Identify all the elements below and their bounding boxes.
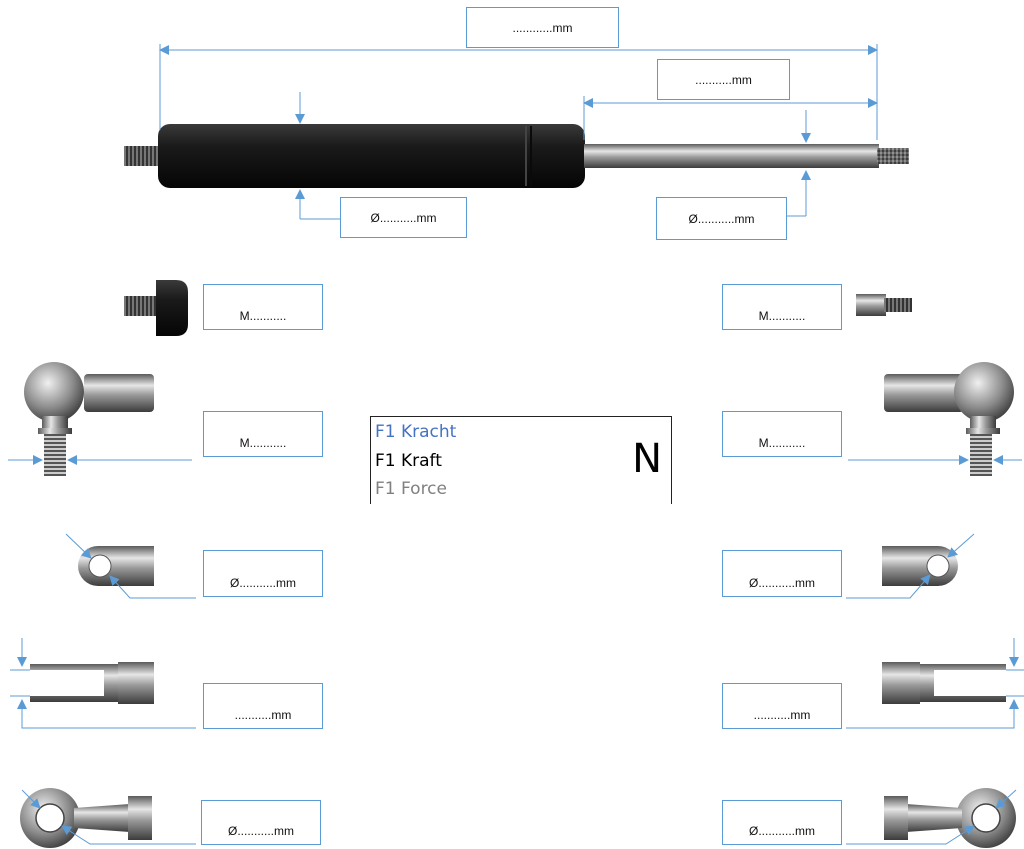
force-label-de: F1 Kraft bbox=[375, 451, 442, 471]
body-thread bbox=[124, 146, 160, 166]
eye-right-part bbox=[882, 546, 958, 586]
stroke-length-field[interactable]: ...........mm bbox=[657, 59, 790, 100]
rod-eye-left-field[interactable]: Ø...........mm bbox=[201, 800, 321, 845]
piston-rod bbox=[584, 144, 879, 168]
ball-joint-left-part bbox=[24, 362, 154, 476]
clevis-left-field[interactable]: ...........mm bbox=[203, 683, 323, 729]
rod-end-part bbox=[856, 294, 912, 316]
rod-eye-left-part bbox=[20, 788, 152, 848]
body-diameter-field[interactable]: Ø...........mm bbox=[340, 197, 467, 238]
ball-joint-right-part bbox=[884, 362, 1014, 476]
rod-eye-right-field[interactable]: Ø...........mm bbox=[722, 800, 842, 845]
force-panel[interactable]: F1 Kracht F1 Kraft F1 Force N bbox=[370, 416, 672, 504]
force-unit: N bbox=[632, 436, 662, 482]
total-length-field[interactable]: ............mm bbox=[466, 7, 619, 48]
eye-left-field[interactable]: Ø...........mm bbox=[203, 550, 323, 597]
clevis-right-part bbox=[882, 662, 1006, 704]
force-label-en: F1 Force bbox=[375, 479, 447, 499]
cylinder-body bbox=[158, 124, 585, 188]
ball-joint-left-field[interactable]: M........... bbox=[203, 411, 323, 457]
rod-eye-right-part bbox=[884, 788, 1016, 848]
body-end-part bbox=[124, 280, 188, 336]
clevis-right-field[interactable]: ...........mm bbox=[722, 683, 842, 729]
clevis-left-part bbox=[30, 662, 154, 704]
thread-body-end-field[interactable]: M........... bbox=[203, 284, 323, 330]
rod-diameter-field[interactable]: Ø...........mm bbox=[656, 197, 787, 240]
gas-spring bbox=[124, 124, 909, 188]
eye-left-part bbox=[78, 546, 154, 586]
ball-joint-right-field[interactable]: M........... bbox=[722, 411, 842, 457]
thread-rod-end-field[interactable]: M........... bbox=[722, 284, 842, 330]
eye-right-field[interactable]: Ø...........mm bbox=[722, 550, 842, 597]
force-label-nl: F1 Kracht bbox=[375, 422, 457, 442]
